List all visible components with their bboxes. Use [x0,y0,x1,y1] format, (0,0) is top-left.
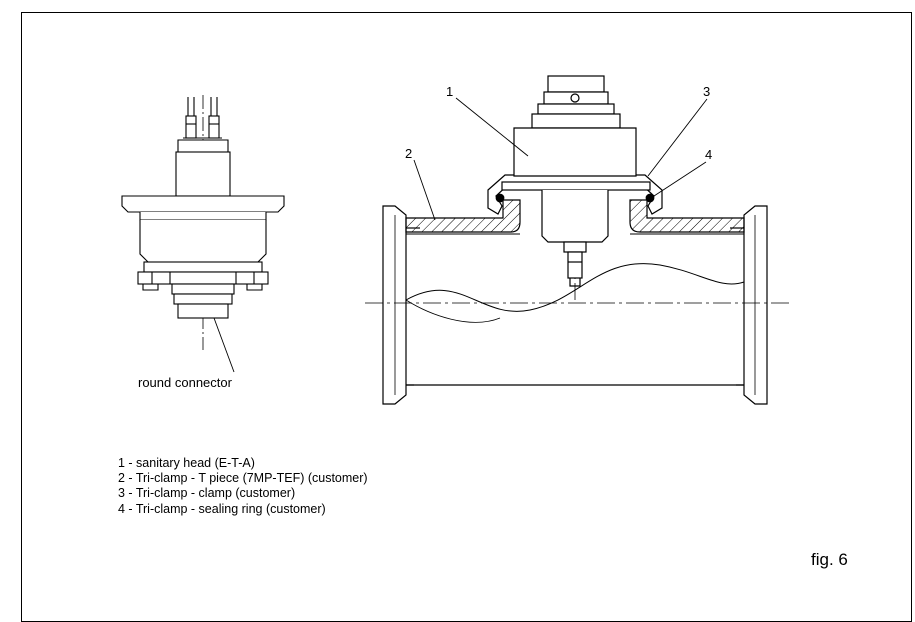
callout-2: 2 [405,146,412,161]
t-piece-section [365,75,790,405]
legend-item: 3 - Tri-clamp - clamp (customer) [118,486,296,501]
pipe-right-flange [730,205,768,405]
figure-label: fig. 6 [811,550,848,569]
callout-leaders [413,97,708,221]
parts-legend: 1 - sanitary head (E-T-A) 2 - Tri-clamp … [118,456,368,517]
callout-3: 3 [703,84,710,99]
technical-drawing-page: 1 2 3 4 round connector 1 - sanitary hea… [21,12,912,622]
callout-4: 4 [705,147,712,162]
tee-wall-right-hatched [629,199,745,233]
round-connector [177,303,229,319]
diagram-canvas: 1 2 3 4 [121,75,790,405]
connector-leader-line [213,317,235,373]
sealing-ring-right [645,193,655,203]
sensor-head-side-view [121,95,285,373]
sensor-flange [121,195,285,213]
nut-ring [137,271,269,285]
legend-item: 2 - Tri-clamp - T piece (7MP-TEF) (custo… [118,471,368,486]
legend-item: 1 - sanitary head (E-T-A) [118,456,255,470]
sealing-ring-left [495,193,505,203]
sanitary-head [501,75,651,287]
sensor-body [139,220,267,263]
tee-wall-left-hatched [405,199,521,233]
callout-1: 1 [446,84,453,99]
legend-item: 4 - Tri-clamp - sealing ring (customer) [118,501,326,516]
sensor-neck [175,151,231,197]
sensor-probe [567,251,583,279]
round-connector-label: round connector [138,375,232,390]
connector-pins [183,97,222,139]
